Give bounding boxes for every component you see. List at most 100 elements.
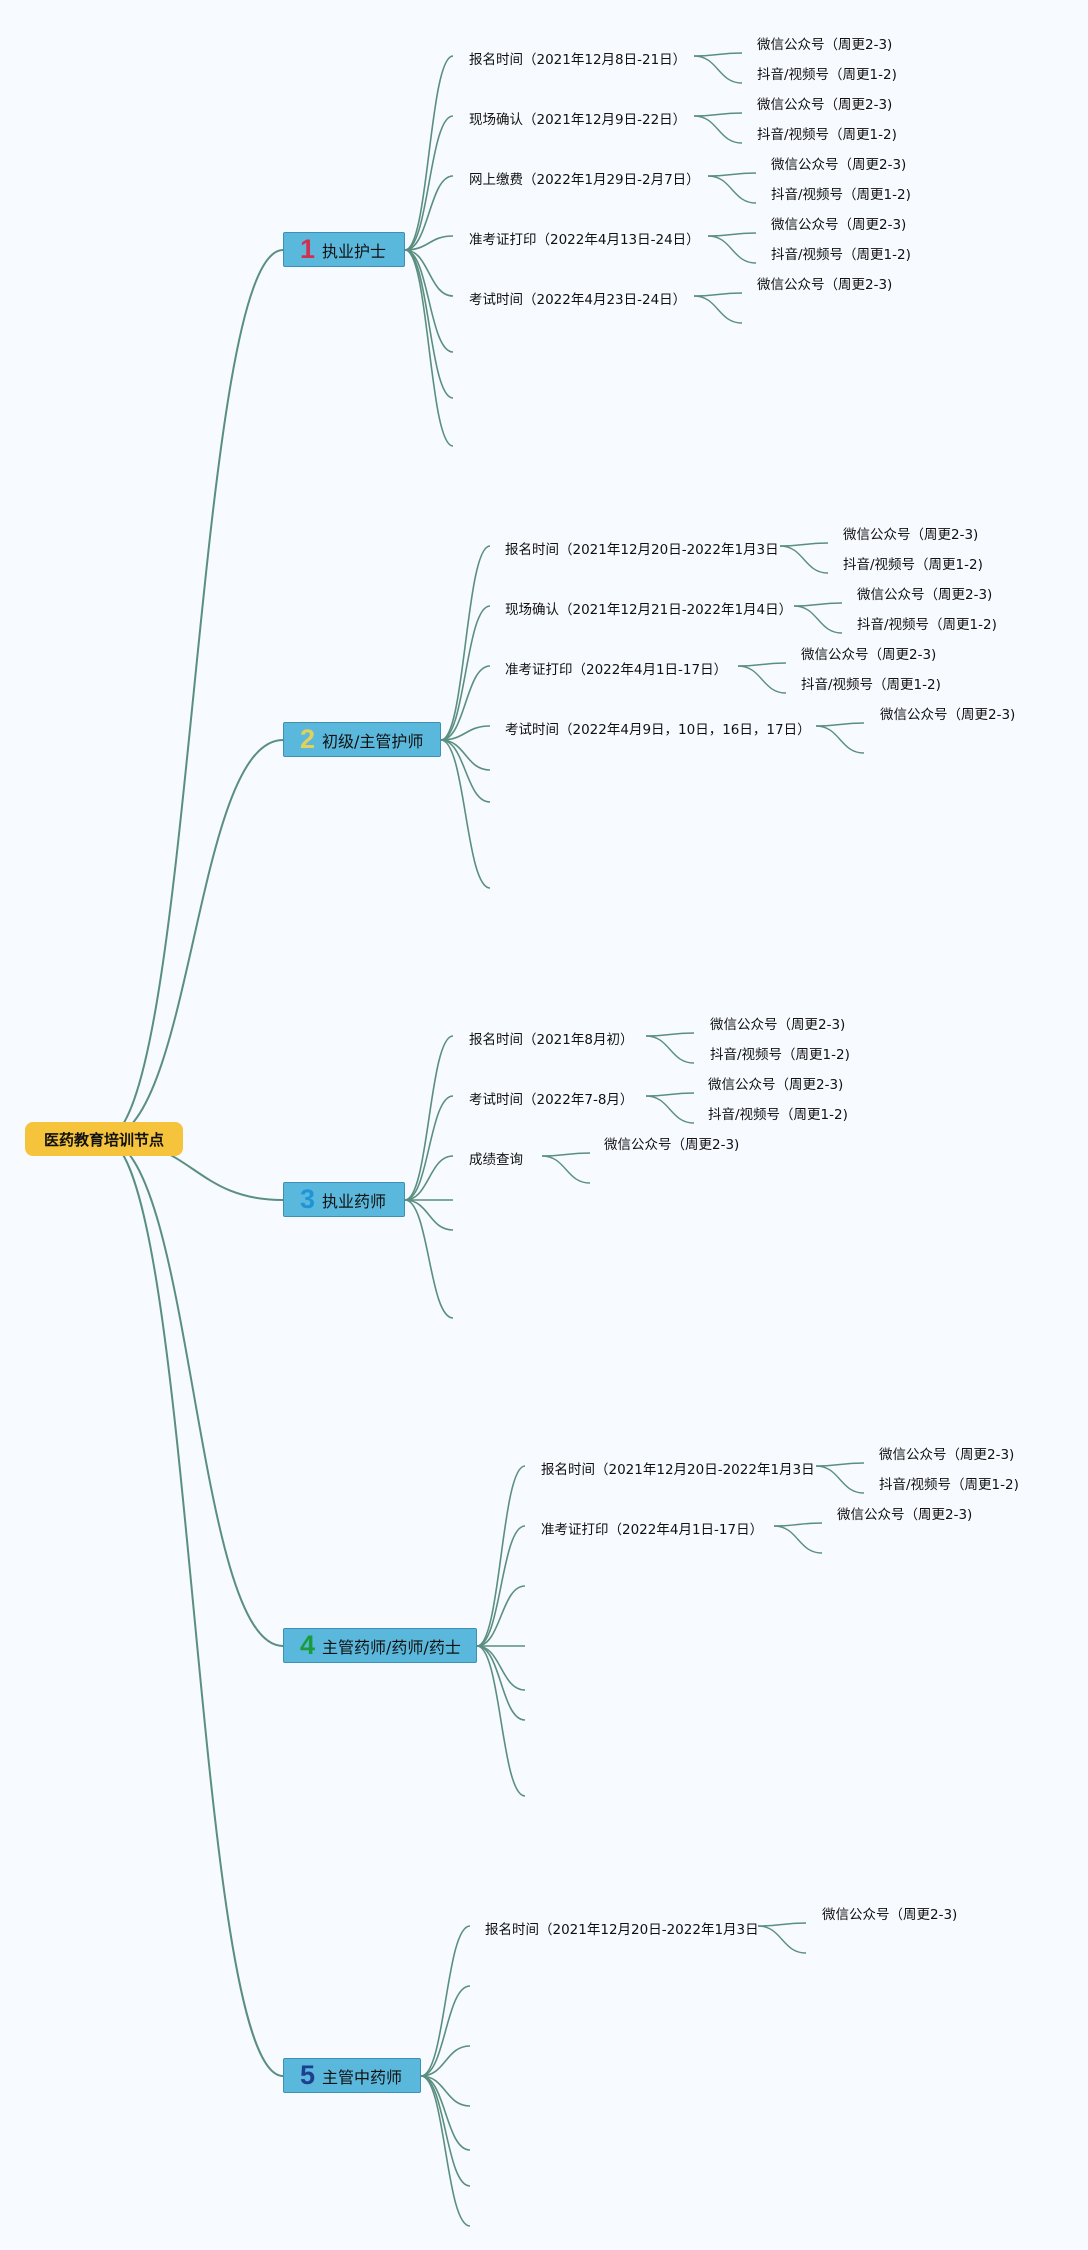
category-node-3[interactable]: 3 执业药师 [283,1182,405,1217]
leaf-edge-6-2 [779,545,829,574]
leaf-5-1-1[interactable]: 微信公众号（周更2-3) [822,1907,958,1923]
category-number-4: 4 [300,1630,316,1660]
leaf-2-4-1[interactable]: 微信公众号（周更2-3) [880,707,1016,723]
leaf-2-1-2[interactable]: 抖音/视频号（周更1-2) [843,557,983,573]
leaf-3-1-1[interactable]: 微信公众号（周更2-3) [710,1017,846,1033]
leaf-2-2-1[interactable]: 微信公众号（周更2-3) [857,587,993,603]
leaf-2-2-2[interactable]: 抖音/视频号（周更1-2) [857,617,997,633]
leaf-edge-4-2 [707,235,757,264]
leaf-edge-13-2 [815,1465,865,1494]
item-2-2[interactable]: 现场确认（2021年12月21日-2022年1月4日） [505,602,793,618]
branch-edge-2-1 [440,545,491,741]
category-number-1: 1 [300,234,316,264]
branch-edge-1-1 [404,55,454,251]
leaf-3-1-2[interactable]: 抖音/视频号（周更1-2) [710,1047,850,1063]
branch-edge-3-5 [404,1199,454,1231]
item-1-2[interactable]: 现场确认（2021年12月9日-22日） [469,112,687,128]
item-1-1[interactable]: 报名时间（2021年12月8日-21日） [469,52,687,68]
leaf-1-2-2[interactable]: 抖音/视频号（周更1-2) [757,127,897,143]
item-2-3[interactable]: 准考证打印（2022年4月1日-17日） [505,662,728,678]
leaf-1-4-2[interactable]: 抖音/视频号（周更1-2) [771,247,911,263]
root-edge-4 [103,1138,284,1647]
branch-edge-2-7 [440,739,491,889]
item-1-5[interactable]: 考试时间（2022年4月23日-24日） [469,292,687,308]
root-edge-2 [103,739,284,1140]
category-number-2: 2 [300,724,316,754]
branch-edge-4-2 [476,1525,526,1647]
leaf-edge-4-1 [707,232,757,237]
leaf-4-1-1[interactable]: 微信公众号（周更2-3) [879,1447,1015,1463]
category-node-2[interactable]: 2 初级/主管护师 [283,722,441,757]
item-1-3[interactable]: 网上缴费（2022年1月29日-2月7日） [469,172,700,188]
leaf-edge-2-1 [693,112,743,117]
leaf-1-5-1[interactable]: 微信公众号（周更2-3) [757,277,893,293]
category-number-3: 3 [300,1184,316,1214]
category-node-1[interactable]: 1 执业护士 [283,232,405,267]
leaf-edge-14-2 [773,1525,823,1554]
leaf-edge-2-2 [693,115,743,144]
leaf-3-2-2[interactable]: 抖音/视频号（周更1-2) [708,1107,848,1123]
leaf-edge-8-1 [737,662,787,667]
leaf-edge-1-2 [693,55,743,84]
category-node-5[interactable]: 5 主管中药师 [283,2058,421,2093]
item-3-2[interactable]: 考试时间（2022年7-8月） [469,1092,634,1108]
leaf-edge-15-1 [757,1922,807,1927]
branch-edge-4-3 [476,1585,526,1647]
branch-edge-2-6 [440,739,491,803]
item-4-2[interactable]: 准考证打印（2022年4月1日-17日） [541,1522,764,1538]
branch-edge-2-4 [440,725,491,741]
leaf-1-1-1[interactable]: 微信公众号（周更2-3) [757,37,893,53]
leaf-edge-15-2 [757,1925,807,1954]
item-5-1[interactable]: 报名时间（2021年12月20日-2022年1月3日 [485,1922,759,1938]
item-4-1[interactable]: 报名时间（2021年12月20日-2022年1月3日 [541,1462,815,1478]
category-label-4: 主管药师/药师/药士 [322,1637,461,1657]
leaf-edge-8-2 [737,665,787,694]
branch-edge-1-2 [404,115,454,251]
item-3-1[interactable]: 报名时间（2021年8月初） [469,1032,634,1048]
branch-edge-1-6 [404,249,454,353]
root-label: 医药教育培训节点 [43,1130,164,1149]
leaf-1-4-1[interactable]: 微信公众号（周更2-3) [771,217,907,233]
leaf-edge-7-1 [793,602,843,607]
branch-edge-3-3 [404,1155,454,1201]
leaf-3-2-1[interactable]: 微信公众号（周更2-3) [708,1077,844,1093]
leaf-2-3-2[interactable]: 抖音/视频号（周更1-2) [801,677,941,693]
leaf-edge-3-2 [707,175,757,204]
leaf-3-3-1[interactable]: 微信公众号（周更2-3) [604,1137,740,1153]
leaf-1-3-1[interactable]: 微信公众号（周更2-3) [771,157,907,173]
branch-edge-5-5 [420,2075,471,2151]
leaf-edge-6-1 [779,542,829,547]
leaf-4-1-2[interactable]: 抖音/视频号（周更1-2) [879,1477,1019,1493]
branch-edge-3-6 [404,1199,454,1319]
leaf-1-1-2[interactable]: 抖音/视频号（周更1-2) [757,67,897,83]
leaf-4-2-1[interactable]: 微信公众号（周更2-3) [837,1507,973,1523]
branch-edge-3-1 [404,1035,454,1201]
category-node-4[interactable]: 4 主管药师/药师/药士 [283,1628,477,1663]
branch-edge-1-5 [404,249,454,297]
leaf-2-3-1[interactable]: 微信公众号（周更2-3) [801,647,937,663]
leaf-edge-14-1 [773,1522,823,1527]
branch-edge-5-7 [420,2075,471,2227]
branch-edge-2-2 [440,605,491,741]
branch-edge-1-8 [404,249,454,447]
root-edge-5 [103,1138,284,2077]
leaf-edge-5-1 [693,292,743,297]
leaf-edge-5-2 [693,295,743,324]
item-2-1[interactable]: 报名时间（2021年12月20日-2022年1月3日 [505,542,779,558]
leaf-1-2-1[interactable]: 微信公众号（周更2-3) [757,97,893,113]
leaf-edge-11-2 [645,1095,695,1124]
category-label-5: 主管中药师 [322,2067,403,2087]
category-label-1: 执业护士 [322,241,387,261]
item-1-4[interactable]: 准考证打印（2022年4月13日-24日） [469,232,700,248]
item-3-3[interactable]: 成绩查询 [469,1152,523,1168]
branch-edge-4-6 [476,1645,526,1721]
category-number-5: 5 [300,2060,316,2090]
leaf-2-1-1[interactable]: 微信公众号（周更2-3) [843,527,979,543]
leaf-1-3-2[interactable]: 抖音/视频号（周更1-2) [771,187,911,203]
item-2-4[interactable]: 考试时间（2022年4月9日，10日，16日，17日） [505,722,811,738]
leaf-edge-10-1 [645,1032,695,1037]
root-node[interactable]: 医药教育培训节点 [25,1122,183,1156]
leaf-edge-1-1 [693,52,743,57]
